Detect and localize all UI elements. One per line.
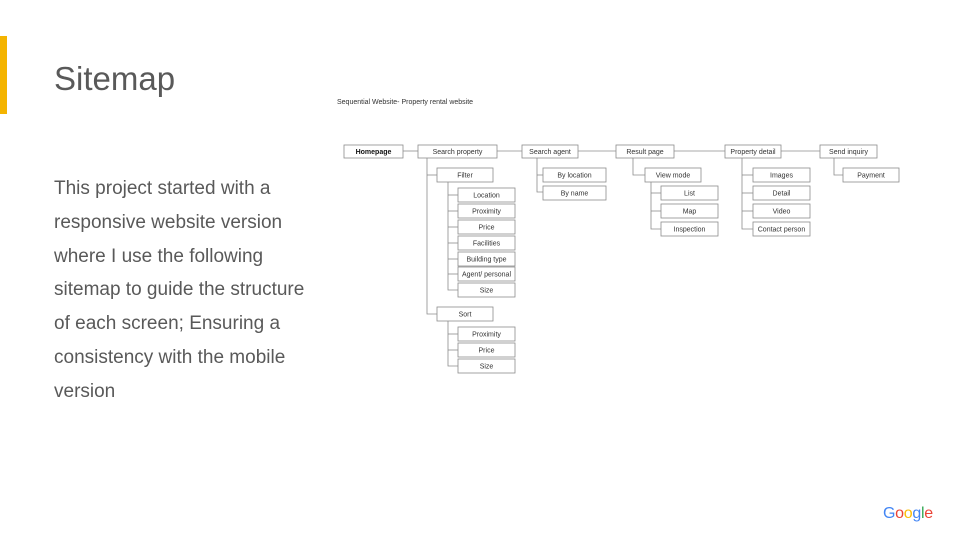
node-sort-proximity: Proximity	[457, 326, 516, 342]
node-payment: Payment	[842, 167, 900, 183]
svg-text:By location: By location	[557, 173, 591, 180]
svg-text:List: List	[684, 191, 695, 198]
node-list: List	[660, 185, 719, 201]
svg-text:Search agent: Search agent	[529, 149, 571, 156]
node-map: Map	[660, 203, 719, 219]
logo-letter: o	[903, 505, 913, 522]
node-send-inquiry: Send inquiry	[819, 144, 878, 159]
svg-text:Size: Size	[480, 288, 494, 295]
svg-text:Building type: Building type	[466, 257, 506, 264]
node-location: Location	[457, 187, 516, 203]
svg-text:Property detail: Property detail	[730, 149, 776, 156]
node-property-detail: Property detail	[724, 144, 782, 159]
svg-text:Video: Video	[773, 209, 791, 216]
logo-letter: l	[920, 505, 925, 522]
logo-letter: G	[883, 505, 896, 522]
node-search-property: Search property	[417, 144, 498, 159]
slide-body-text: This project started with a responsive w…	[54, 178, 305, 402]
sitemap-connectors	[403, 150, 843, 367]
svg-text:Agent/ personal: Agent/ personal	[462, 272, 511, 279]
svg-text:Images: Images	[770, 173, 793, 180]
node-building-type: Building type	[457, 251, 516, 267]
svg-text:By name: By name	[561, 191, 589, 198]
svg-text:Search property: Search property	[433, 149, 483, 156]
svg-text:Result page: Result page	[626, 149, 663, 156]
svg-text:Location: Location	[473, 193, 500, 200]
node-images: Images	[752, 167, 811, 183]
diagram-title: Sequential Website- Property rental webs…	[337, 99, 474, 106]
node-sort-size: Size	[457, 358, 516, 374]
logo-letter: e	[924, 505, 933, 522]
svg-text:Inspection: Inspection	[674, 227, 706, 234]
slide-title: Sitemap	[54, 60, 176, 97]
svg-text:Detail: Detail	[773, 191, 791, 198]
node-video: Video	[752, 203, 811, 219]
node-search-agent: Search agent	[521, 144, 579, 159]
logo-letter: o	[895, 505, 904, 522]
node-contact-person: Contact person	[752, 221, 811, 237]
node-result-page: Result page	[615, 144, 675, 159]
svg-text:Contact person: Contact person	[758, 227, 806, 234]
svg-text:Facilities: Facilities	[473, 241, 501, 248]
svg-text:Proximity: Proximity	[472, 209, 501, 216]
node-detail: Detail	[752, 185, 811, 201]
node-homepage: Homepage	[343, 144, 404, 159]
node-proximity: Proximity	[457, 203, 516, 219]
node-sort-price: Price	[457, 342, 516, 358]
svg-text:Send inquiry: Send inquiry	[829, 149, 868, 156]
svg-text:Map: Map	[683, 209, 697, 216]
svg-text:Proximity: Proximity	[472, 332, 501, 339]
node-size: Size	[457, 282, 516, 298]
node-price: Price	[457, 219, 516, 235]
node-facilities: Facilities	[457, 235, 516, 251]
node-by-location: By location	[542, 167, 607, 183]
svg-text:Price: Price	[479, 225, 495, 232]
svg-text:View mode: View mode	[656, 173, 691, 180]
google-logo: Google	[883, 505, 933, 523]
node-by-name: By name	[542, 185, 607, 201]
svg-text:Size: Size	[480, 364, 494, 371]
node-inspection: Inspection	[660, 221, 719, 237]
accent-bar	[0, 36, 7, 114]
svg-text:Payment: Payment	[857, 173, 885, 180]
svg-text:Sort: Sort	[459, 312, 472, 319]
node-sort: Sort	[436, 306, 494, 322]
svg-text:Price: Price	[479, 348, 495, 355]
node-view-mode: View mode	[644, 167, 702, 183]
node-agent-personal: Agent/ personal	[457, 266, 516, 282]
node-filter: Filter	[436, 167, 494, 183]
logo-letter: g	[912, 505, 921, 522]
svg-text:Homepage: Homepage	[356, 149, 392, 156]
svg-text:Filter: Filter	[457, 173, 473, 180]
